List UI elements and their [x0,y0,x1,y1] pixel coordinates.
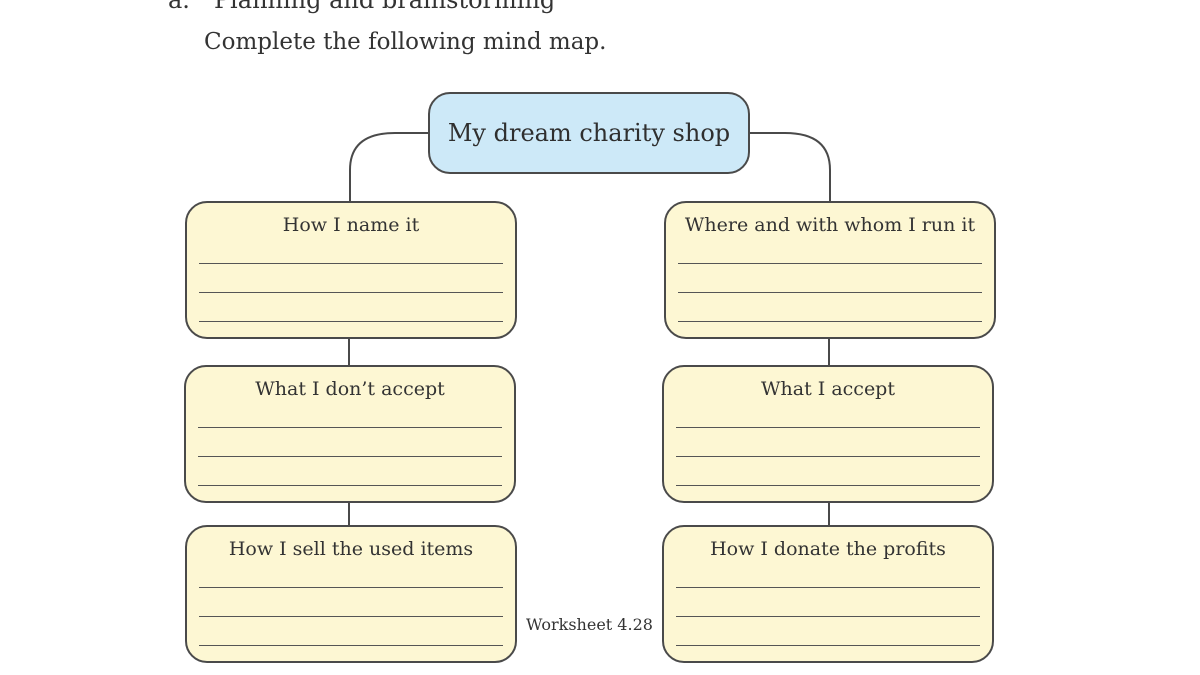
mind-map-box-sell: How I sell the used items [185,525,517,663]
answer-line-3[interactable] [199,645,503,646]
answer-line-1[interactable] [198,427,502,428]
answer-line-2[interactable] [676,616,980,617]
answer-line-2[interactable] [676,456,980,457]
answer-line-1[interactable] [199,263,503,264]
mind-map-box-where-whom: Where and with whom I run it [664,201,996,339]
answer-line-3[interactable] [676,485,980,486]
section-marker: a. [168,0,190,14]
box-title: How I donate the profits [710,538,946,560]
answer-line-3[interactable] [198,485,502,486]
answer-line-1[interactable] [199,587,503,588]
answer-line-1[interactable] [676,427,980,428]
box-title: How I name it [282,214,420,236]
answer-line-3[interactable] [676,645,980,646]
box-title: What I accept [761,378,895,400]
answer-line-2[interactable] [678,292,982,293]
box-title: How I sell the used items [228,538,474,560]
box-title: Where and with whom I run it [684,214,976,236]
answer-line-3[interactable] [678,321,982,322]
answer-line-2[interactable] [198,456,502,457]
section-heading: a. Planning and brainstorming [168,0,555,14]
answer-line-2[interactable] [199,616,503,617]
mind-map-box-accept: What I accept [662,365,994,503]
answer-line-1[interactable] [676,587,980,588]
central-node: My dream charity shop [428,92,750,174]
mind-map-box-donate: How I donate the profits [662,525,994,663]
answer-line-3[interactable] [199,321,503,322]
answer-line-1[interactable] [678,263,982,264]
worksheet-label: Worksheet 4.28 [526,615,653,634]
answer-line-2[interactable] [199,292,503,293]
connector-central-left [349,132,428,201]
connector-central-right [750,132,831,201]
central-node-label: My dream charity shop [447,119,731,147]
mind-map-box-dont-accept: What I don’t accept [184,365,516,503]
mind-map-box-name: How I name it [185,201,517,339]
instruction-text: Complete the following mind map. [204,29,607,55]
section-heading-text: Planning and brainstorming [213,0,556,14]
box-title: What I don’t accept [255,378,445,400]
